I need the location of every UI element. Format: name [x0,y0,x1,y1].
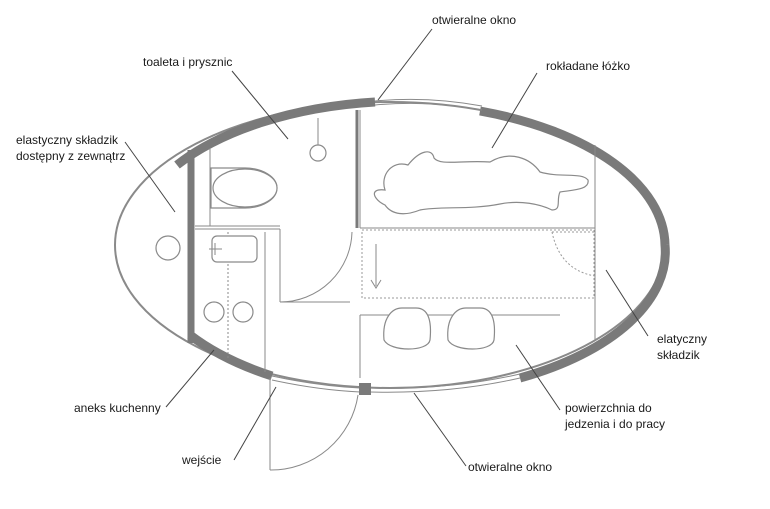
label-table-2: jedzenia i do pracy [564,417,665,431]
top-window [374,98,483,111]
label-entrance: wejście [181,453,222,467]
label-storage-right-1: elatyczny [657,332,707,346]
window-post [359,383,371,395]
label-bed: rokładane łóżko [546,59,630,73]
leader-storage-outside [124,141,176,213]
label-storage-outside-2: dostępny z zewnątrz [16,149,125,163]
label-kitchen: aneks kuchenny [74,401,161,415]
label-storage-right-2: składzik [657,348,701,362]
label-toilet-shower: toaleta i prysznic [143,55,232,69]
leader-storage-right [605,269,649,337]
storage-door-swing [551,231,596,277]
shell-wall-top-left [174,97,376,169]
seat-left [383,307,432,350]
leader-bed [491,72,538,149]
interior-walls [187,110,596,372]
seat-right [447,307,496,350]
bathroom-door-swing [279,231,353,303]
leader-kitchen [165,349,215,408]
leader-entrance [233,386,277,461]
shower-head [309,118,327,162]
labels: otwieralne okno rokładane łóżko toaleta … [16,13,707,474]
kitchen-sink [209,235,258,263]
leader-window-top [377,28,433,101]
table-area [359,307,560,378]
label-table-1: powierzchnia do [565,401,652,415]
kitchen-hob [203,301,254,323]
sleeping-figure [373,151,589,215]
shell-wall-bottom-left [187,331,274,381]
leader-lines [124,28,649,467]
label-storage-outside-1: elastyczny składzik [16,133,119,147]
leader-table [515,344,561,411]
storage-outside-circle [155,235,181,261]
toilet-fixture [210,167,278,209]
bottom-window [271,373,521,395]
leader-toilet [231,70,289,140]
label-window-top: otwieralne okno [432,13,516,27]
shell-wall-right [479,106,670,383]
label-window-bottom: otwieralne okno [468,460,552,474]
leader-window-bottom [413,392,467,467]
fold-out-bed [361,229,595,299]
entrance-door [269,378,359,471]
